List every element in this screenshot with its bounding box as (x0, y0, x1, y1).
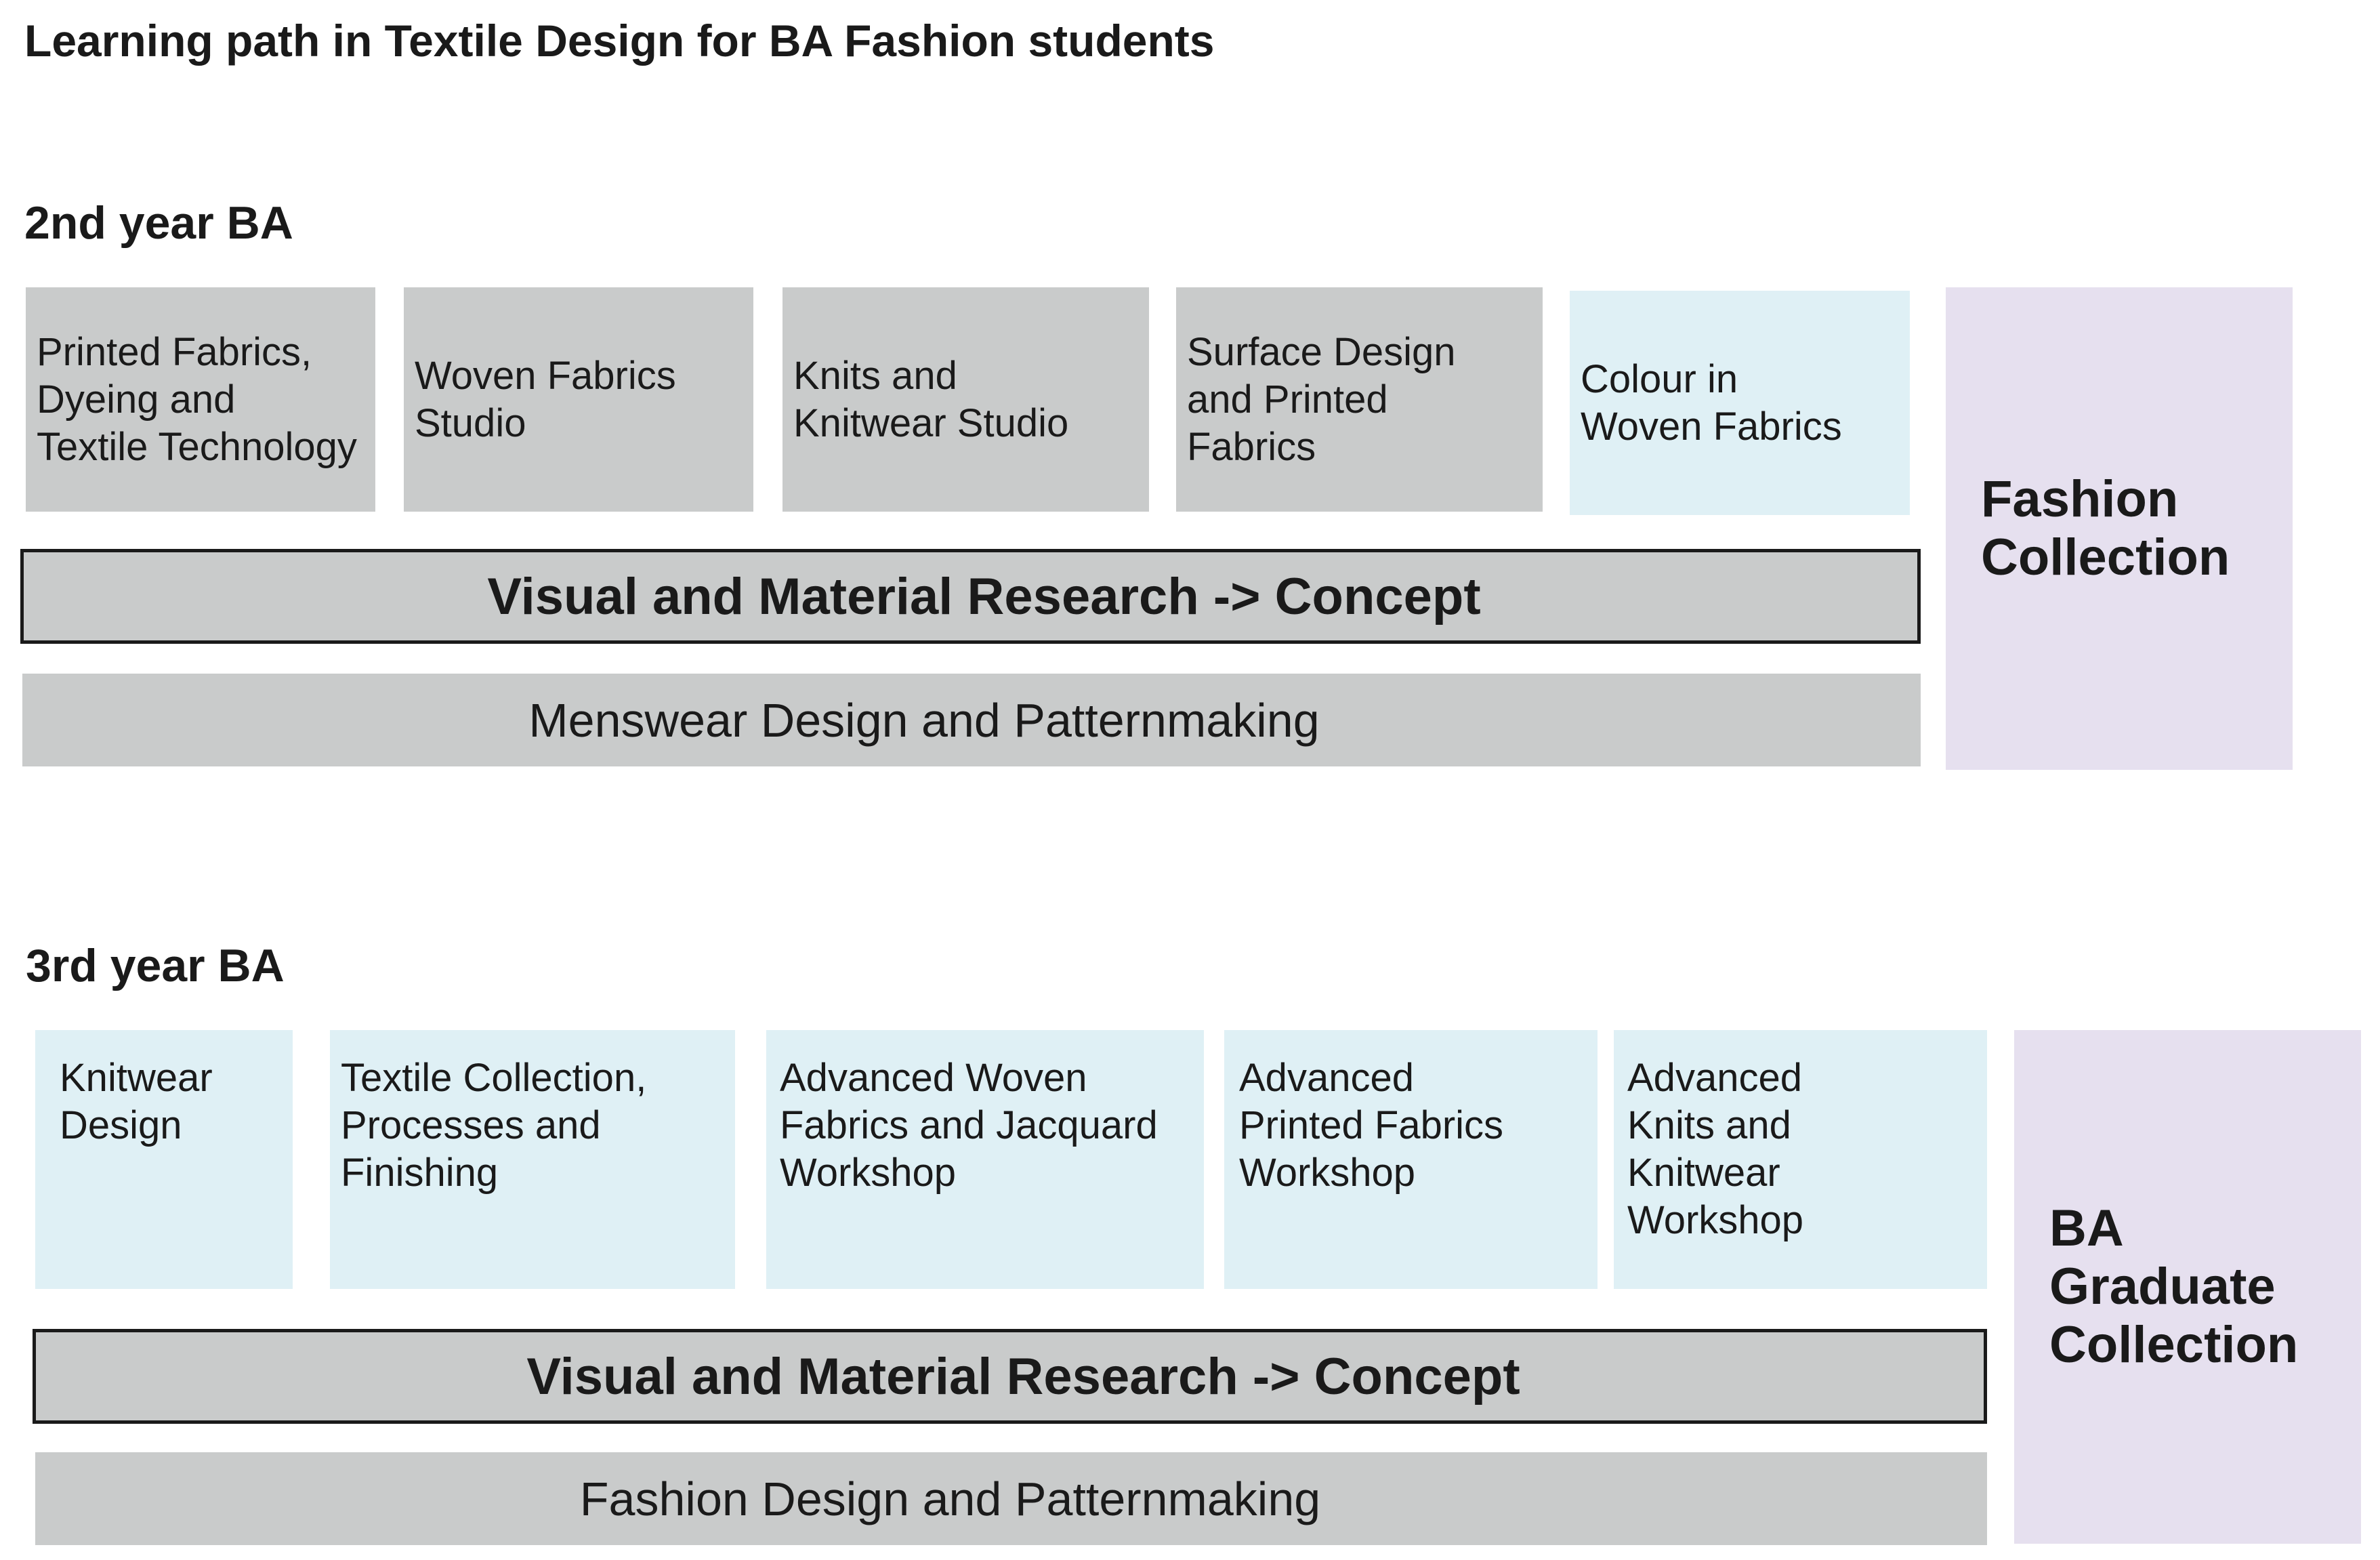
year3-research-bar: Visual and Material Research -> Concept (33, 1329, 1987, 1424)
year3-heading: 3rd year BA (26, 940, 285, 991)
year2-module-colour-woven: Colour in Woven Fabrics (1570, 291, 1910, 515)
year2-design-band: Menswear Design and Patternmaking (22, 674, 1921, 766)
year2-heading: 2nd year BA (24, 197, 293, 249)
year2-module-knits-knitwear: Knits and Knitwear Studio (782, 287, 1149, 512)
year3-module-advanced-printed: Advanced Printed Fabrics Workshop (1224, 1030, 1598, 1289)
year3-module-knitwear-design: Knitwear Design (35, 1030, 293, 1289)
page-title: Learning path in Textile Design for BA F… (24, 16, 1215, 66)
year3-module-advanced-knits: Advanced Knits and Knitwear Workshop (1614, 1030, 1987, 1289)
year3-module-advanced-woven: Advanced Woven Fabrics and Jacquard Work… (766, 1030, 1204, 1289)
year2-research-bar: Visual and Material Research -> Concept (20, 549, 1921, 644)
year2-module-printed-fabrics: Printed Fabrics, Dyeing and Textile Tech… (26, 287, 375, 512)
year2-module-woven-fabrics: Woven Fabrics Studio (404, 287, 753, 512)
year2-module-surface-design: Surface Design and Printed Fabrics (1176, 287, 1543, 512)
year3-module-textile-collection: Textile Collection, Processes and Finish… (330, 1030, 735, 1289)
year2-collection-box: Fashion Collection (1946, 287, 2293, 770)
year3-design-band: Fashion Design and Patternmaking (35, 1452, 1987, 1545)
year3-collection-box: BA Graduate Collection (2014, 1030, 2361, 1544)
